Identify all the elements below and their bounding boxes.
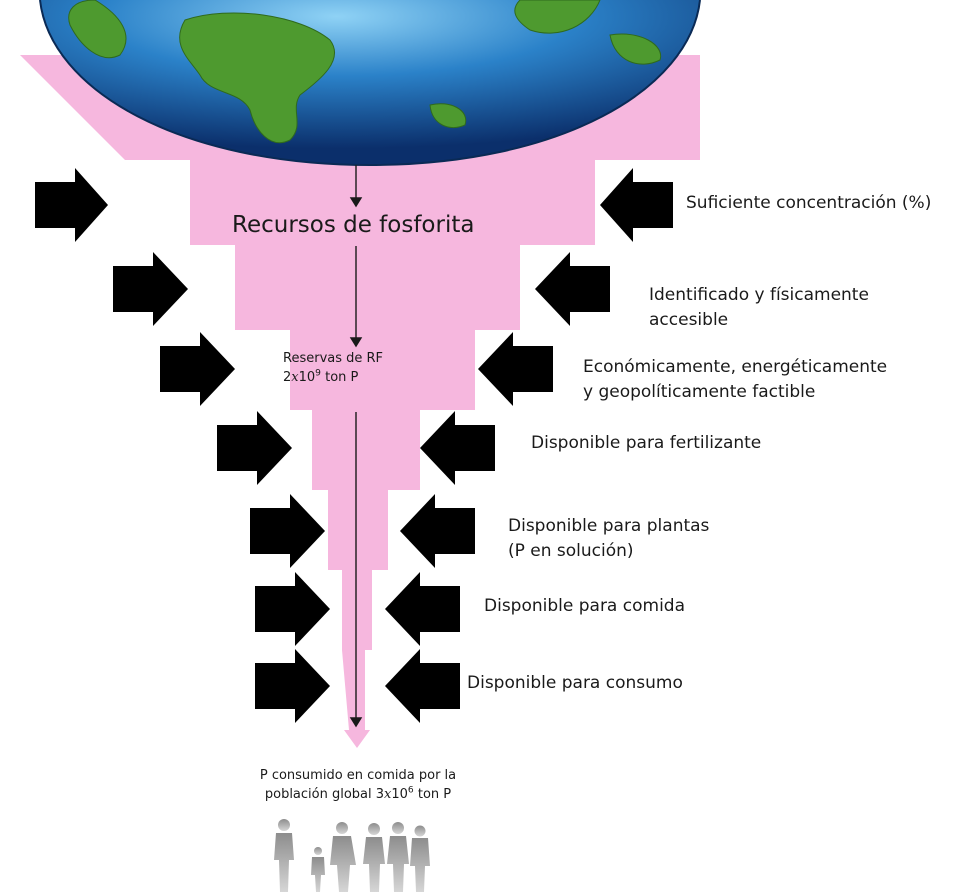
- outcome-var: x: [384, 787, 392, 802]
- left-arrow-icon: [400, 494, 475, 568]
- filter-label-line: Disponible para plantas: [508, 516, 710, 536]
- outcome-prefix: población global 3: [264, 787, 385, 802]
- reserves-line-2: 2x109 ton P: [283, 368, 383, 387]
- funnel-shape: [20, 55, 700, 748]
- filter-label-line: Identificado y físicamente: [649, 285, 869, 305]
- right-arrow-icon: [250, 494, 325, 568]
- left-arrow-icon: [385, 572, 460, 646]
- outcome-base: 10: [391, 787, 408, 802]
- filter-label-economic: Económicamente, energéticamente y geopol…: [583, 355, 887, 405]
- filter-label-consumption: Disponible para consumo: [467, 671, 683, 696]
- filter-label-line: y geopolíticamente factible: [583, 382, 816, 402]
- filter-label-concentration: Suficiente concentración (%): [686, 191, 931, 216]
- outcome-exp: 6: [407, 785, 414, 796]
- filter-label-fertilizer: Disponible para fertilizante: [531, 431, 761, 456]
- left-arrow-icon: [535, 252, 610, 326]
- reserves-base: 10: [298, 370, 316, 385]
- reserves-unit: ton P: [320, 370, 359, 385]
- outcome-line-2: población global 3x106 ton P: [225, 785, 491, 804]
- filter-label-line: accesible: [649, 310, 729, 330]
- people-icon: [274, 819, 430, 892]
- left-arrow-icon: [420, 411, 495, 485]
- outcome-line-1: P consumido en comida por la: [259, 768, 457, 783]
- filter-label-identified: Identificado y físicamente accesible: [649, 283, 869, 333]
- right-arrow-icon: [217, 411, 292, 485]
- right-arrow-icon: [113, 252, 188, 326]
- filter-label-line: (P en solución): [508, 541, 634, 561]
- filter-label-line: Económicamente, energéticamente: [583, 357, 888, 377]
- filter-label-food: Disponible para comida: [484, 594, 685, 619]
- reserves-line-1: Reservas de RF: [283, 351, 384, 366]
- right-arrow-icon: [160, 332, 235, 406]
- outcome-label: P consumido en comida por la población g…: [225, 766, 491, 804]
- reserves-exp: 9: [315, 368, 321, 379]
- globe-icon: [39, 0, 701, 167]
- reserves-var: x: [291, 370, 299, 385]
- reserves-label: Reservas de RF 2x109 ton P: [283, 349, 383, 387]
- flow-line: [349, 165, 363, 728]
- filter-label-line: Disponible para comida: [484, 596, 685, 616]
- left-arrow-icon: [600, 168, 673, 242]
- filter-label-line: Suficiente concentración (%): [686, 193, 932, 213]
- right-arrow-icon: [35, 168, 108, 242]
- right-arrow-icon: [255, 572, 330, 646]
- funnel-title: Recursos de fosforita: [232, 212, 475, 238]
- right-arrow-icon: [255, 649, 330, 723]
- filter-label-line: Disponible para fertilizante: [531, 433, 762, 453]
- reserves-coef: 2: [283, 370, 292, 385]
- left-arrow-icon: [478, 332, 553, 406]
- filter-label-plants: Disponible para plantas (P en solución): [508, 514, 709, 564]
- left-arrow-icon: [385, 649, 460, 723]
- filter-label-line: Disponible para consumo: [467, 673, 683, 693]
- outcome-unit: ton P: [413, 787, 452, 802]
